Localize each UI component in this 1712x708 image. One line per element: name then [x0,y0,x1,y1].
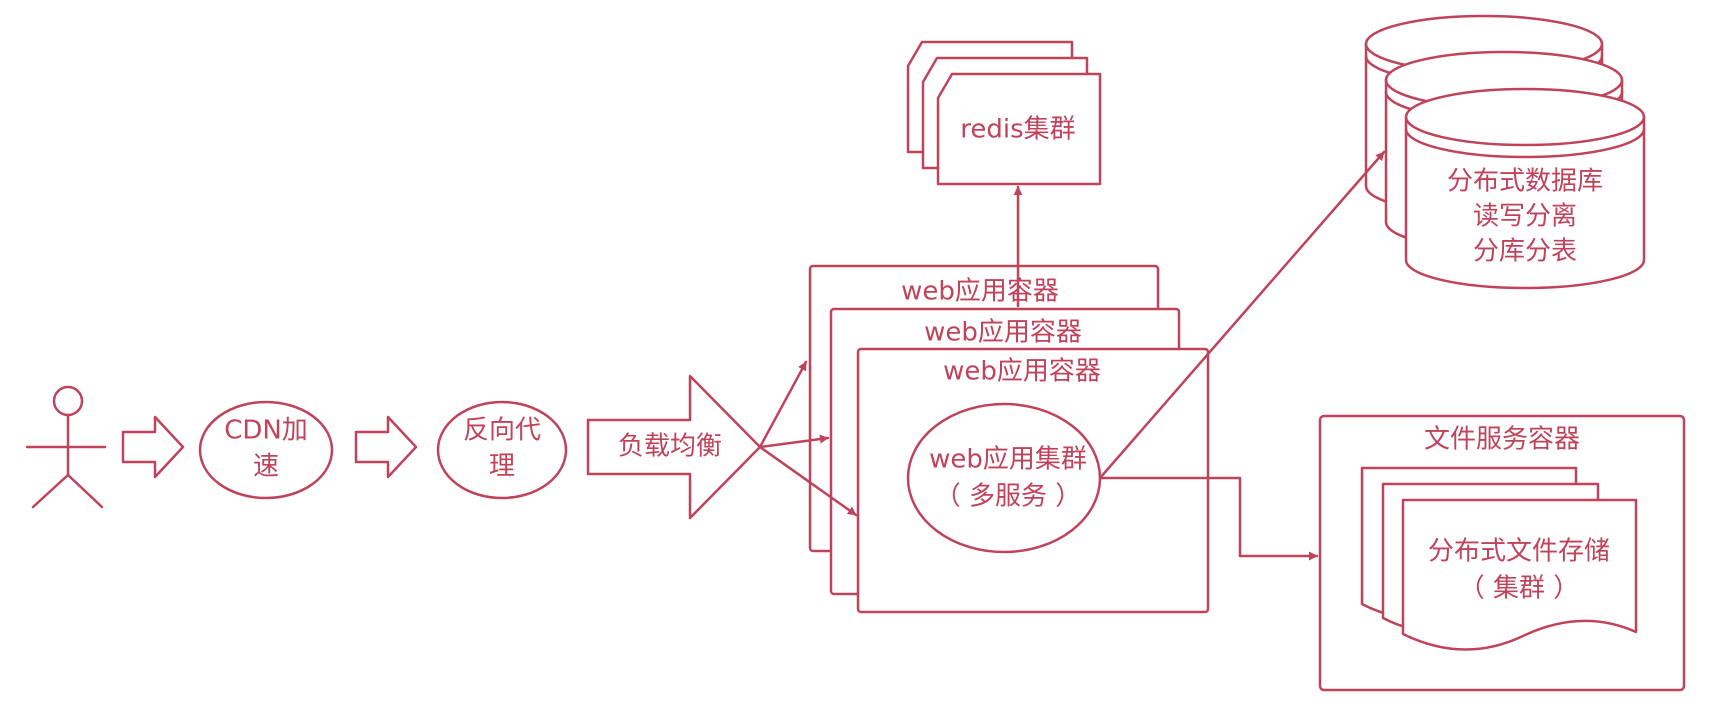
database-label-line3: 分库分表 [1473,237,1577,267]
web-cluster-node: web应用集群 （ 多服务 ） [906,402,1102,554]
redis-label: redis集群 [960,115,1075,145]
web-container-front-label: web应用容器 [943,357,1101,387]
load-balancer-node: 负载均衡 [586,374,762,520]
file-service-title: 文件服务容器 [1424,425,1580,455]
web-container-middle-label: web应用容器 [924,318,1082,348]
person-icon [25,385,107,509]
arrow-cluster-to-database [1098,150,1386,480]
web-cluster-label-line1: web应用集群 [929,445,1087,475]
web-cluster-label-line2: （ 多服务 ） [935,482,1082,512]
reverse-proxy-node: 反向代 理 [436,400,568,500]
arrow-balancer-to-container-back [758,360,808,449]
database-label-line2: 读写分离 [1473,202,1577,232]
redis-cluster-node: redis集群 [906,40,1102,186]
cdn-node: CDN加 速 [198,400,334,500]
file-storage-node: 分布式文件存储 （ 集群 ） [1360,466,1638,651]
arrow-balancer-to-container-middle [758,434,830,449]
load-balancer-label: 负载均衡 [618,432,722,462]
file-storage-label-line1: 分布式文件存储 [1428,537,1610,567]
arrow-cluster-to-file-service [1098,476,1319,561]
cdn-label-line2: 速 [253,452,279,482]
reverse-proxy-label-line2: 理 [489,452,515,482]
reverse-proxy-label-line1: 反向代 [463,416,541,446]
flow-arrow-cdn-to-proxy [354,415,418,479]
database-node: 分布式数据库 读写分离 分库分表 [1364,14,1646,290]
web-container-back-label: web应用容器 [901,277,1059,307]
flow-arrow-user-to-cdn [121,415,185,479]
file-storage-label-line2: （ 集群 ） [1459,574,1580,604]
arrow-balancer-to-container-front [758,445,858,517]
database-label-line1: 分布式数据库 [1447,167,1603,197]
cdn-label-line1: CDN加 [224,416,308,446]
